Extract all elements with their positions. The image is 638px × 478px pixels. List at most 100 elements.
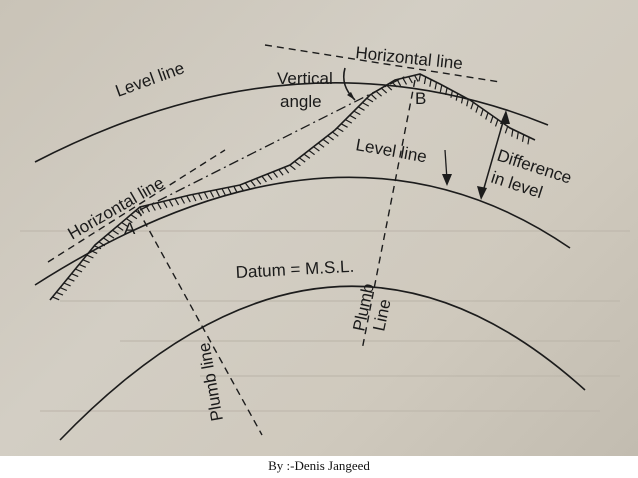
ground-hatch-tick <box>244 182 251 190</box>
datum-label: Datum = M.S.L. <box>235 257 354 282</box>
ground-hatch-tick <box>357 106 365 111</box>
level-line-middle-curve <box>34 176 571 286</box>
point-a-label: A <box>124 219 136 238</box>
ground-hatch-tick <box>294 161 301 167</box>
ground-hatch-tick <box>494 119 499 127</box>
ground-hatch-tick <box>71 273 79 278</box>
background-texture <box>20 230 630 412</box>
ground-hatch-tick <box>466 98 469 107</box>
ground-hatch-tick <box>56 291 64 296</box>
ground-hatch-tick <box>82 259 90 264</box>
ground-hatch-tick <box>298 157 306 163</box>
datum-curve <box>59 285 586 441</box>
ground-hatch-tick <box>423 76 427 85</box>
ground-hatch-tick <box>303 153 311 159</box>
ground-hatch-tick <box>278 169 284 176</box>
ground-hatch-tick <box>75 268 83 273</box>
difference-arrowhead-bottom <box>477 186 487 200</box>
ground-hatch-tick <box>261 175 267 183</box>
plumb-line-left <box>137 209 263 436</box>
ground-hatch-tick <box>67 277 75 282</box>
ground-hatch-tick <box>267 173 273 181</box>
ground-hatch-tick <box>221 188 226 196</box>
vertical-angle-label-line2: angle <box>280 92 322 111</box>
ground-hatch-tick <box>59 287 68 292</box>
ground-hatch-tick <box>370 93 377 100</box>
ground-hatch-tick <box>527 137 530 145</box>
ground-hatch-tick <box>52 296 60 301</box>
levelling-diagram: Level line Horizontal line Vertical angl… <box>20 43 630 441</box>
ground-hatch-tick <box>455 93 459 101</box>
ground-hatch-tick <box>386 84 393 91</box>
ground-hatch-tick <box>380 87 388 94</box>
ground-hatch-tick <box>139 206 145 214</box>
ground-hatch-tick <box>418 74 421 82</box>
ground-hatch-tick <box>86 254 94 259</box>
ground-hatch-tick <box>470 102 474 110</box>
ground-hatch-tick <box>521 134 525 142</box>
level-line-pointer-head <box>442 174 452 186</box>
ground-hatch-tick <box>116 225 124 231</box>
author-caption: By :-Denis Jangeed <box>268 458 370 473</box>
ground-hatch-tick <box>490 115 494 124</box>
ground-hatch-tick <box>272 171 278 178</box>
ground-hatch-tick <box>327 135 334 141</box>
horizontal-line-top-label: Horizontal line <box>355 43 464 73</box>
level-line-top-label: Level line <box>113 58 187 100</box>
ground-hatch-tick <box>250 180 256 187</box>
ground-hatch-tick <box>156 202 162 210</box>
ground-hatch-tick <box>362 102 370 107</box>
diagram-photo: Level line Horizontal line Vertical angl… <box>0 0 638 456</box>
ground-hatch-tick <box>475 105 479 113</box>
ground-hatch-tick <box>103 237 110 243</box>
ground-hatch-tick <box>516 131 519 140</box>
ground-hatch-tick <box>168 199 174 207</box>
point-b-label: B <box>415 89 426 108</box>
ground-hatch-tick <box>340 123 348 128</box>
ground-hatch-tick <box>289 164 296 171</box>
ground-hatch-tick <box>485 112 489 120</box>
ground-hatch-tick <box>336 127 344 133</box>
ground-hatch-tick <box>283 166 290 174</box>
ground-hatch-tick <box>227 187 232 195</box>
ground-surface-curve <box>49 73 536 301</box>
ground-hatch-tick <box>162 201 168 208</box>
ground-hatch-tick <box>345 119 353 124</box>
vertical-angle-arrowhead <box>347 92 355 100</box>
ground-hatch-tick <box>349 114 357 120</box>
ground-hatch-tick <box>439 84 443 93</box>
ground-hatch-tick <box>317 142 325 148</box>
ground-hatch-tick <box>151 203 156 211</box>
ground-hatch-tick <box>450 90 453 98</box>
vertical-angle-label-line1: Vertical <box>277 69 333 88</box>
level-line-top-curve <box>34 82 549 163</box>
ground-hatch-tick <box>366 97 374 103</box>
horizontal-line-left <box>47 149 226 263</box>
ground-hatch-tick <box>322 138 330 145</box>
ground-hatch-tick <box>332 131 339 137</box>
ground-hatch-tick <box>402 77 408 85</box>
ground-hatch-tick <box>174 198 180 206</box>
ground-hatch-tick <box>112 229 119 235</box>
ground-hatch-tick <box>186 195 191 203</box>
ground-hatch-tick <box>308 149 315 156</box>
ground-hatch-tick <box>197 193 203 201</box>
difference-arrow-shaft <box>481 114 506 196</box>
ground-hatch-tick <box>78 263 87 268</box>
ground-hatch-tick <box>434 82 438 90</box>
ground-hatch-tick <box>414 75 419 82</box>
ground-hatch-tick <box>203 191 209 199</box>
difference-arrowhead-top <box>500 110 510 124</box>
level-line-middle-label: Level line <box>354 135 428 166</box>
ground-hatch-tick <box>445 87 448 96</box>
ground-hatch-tick <box>98 241 106 247</box>
ground-hatch-tick <box>121 222 129 227</box>
ground-hatch-tick <box>429 79 432 87</box>
ground-hatch-tick <box>63 282 71 287</box>
ground-hatch-tick <box>192 194 197 202</box>
ground-hatch-tick <box>239 184 245 192</box>
ground-hatch-tick <box>460 96 464 104</box>
ground-hatch-tick <box>504 126 509 134</box>
ground-hatch-tick <box>90 249 98 254</box>
ground-hatch-tick <box>255 178 262 185</box>
